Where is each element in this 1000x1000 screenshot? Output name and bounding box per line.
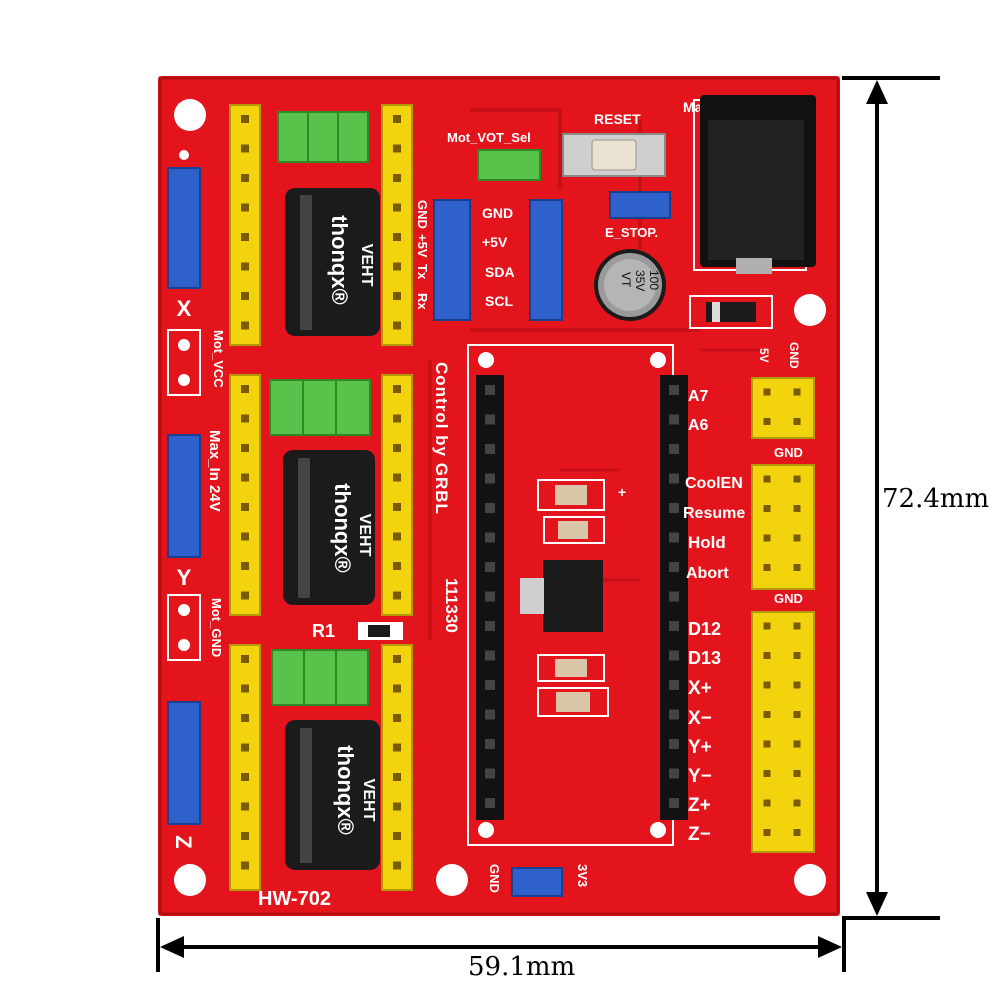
control-pin-labels: CoolEN Resume Hold Abort — [683, 475, 745, 582]
axis-label-x: X — [177, 296, 192, 321]
svg-text:Rx: Rx — [415, 293, 430, 310]
svg-text:thonqx®: thonqx® — [330, 483, 355, 573]
motor-power-pads — [167, 329, 201, 661]
svg-text:SDA: SDA — [485, 264, 515, 280]
svg-text:X+: X+ — [688, 678, 712, 699]
control-label: Control by GRBL — [432, 362, 451, 515]
mounting-holes — [174, 99, 826, 896]
axis-label-y: Y — [177, 565, 192, 590]
power-jack — [693, 95, 816, 274]
microstep-jumpers — [269, 111, 371, 706]
svg-text:Mot_VCC: Mot_VCC — [211, 330, 226, 388]
axis-label-z: Z — [171, 835, 196, 848]
svg-text:Abort: Abort — [686, 565, 729, 582]
power-jack-label: Ma — [683, 99, 703, 115]
3v3-label: 3V3 — [575, 864, 590, 887]
svg-text:GND: GND — [774, 445, 803, 460]
svg-text:X−: X− — [688, 708, 712, 729]
header-pin-holes — [241, 115, 401, 870]
svg-text:D13: D13 — [688, 648, 721, 668]
mot-vot-jumper — [477, 149, 541, 181]
svg-text:SCL: SCL — [485, 293, 513, 309]
svg-text:100: 100 — [647, 270, 661, 290]
capacitors — [283, 188, 380, 870]
svg-text:Z+: Z+ — [688, 795, 711, 816]
svg-text:A6: A6 — [688, 417, 709, 434]
serial-pin-labels-left: GND +5V Tx Rx — [415, 200, 430, 310]
svg-text:A7: A7 — [688, 388, 709, 405]
estop-header — [609, 191, 671, 219]
gnd-bottom-label: GND — [487, 864, 502, 893]
svg-text:CoolEN: CoolEN — [685, 475, 743, 492]
svg-text:Mot_GND: Mot_GND — [209, 598, 224, 657]
reset-button — [562, 133, 666, 177]
driver-slot-y — [229, 374, 413, 616]
right-header-holes — [763, 388, 801, 836]
capacitor-brand-labels: thonqx® thonqx® thonqx® VEHT VEHT VEHT — [327, 215, 377, 835]
svg-text:thonqx®: thonqx® — [333, 745, 358, 835]
diode — [689, 295, 773, 329]
svg-text:GND: GND — [774, 591, 803, 606]
svg-text:Resume: Resume — [683, 505, 745, 522]
svg-text:Max_In 24V: Max_In 24V — [206, 430, 223, 512]
svg-text:Tx: Tx — [415, 264, 430, 280]
svg-text:5V: 5V — [757, 348, 771, 363]
limit-pin-labels: D12 D13 X+ X− Y+ Y− Z+ Z− — [688, 619, 721, 845]
svg-text:VT: VT — [619, 272, 633, 288]
board-name: HW-702 — [258, 888, 331, 910]
axis-labels: X Y Z — [171, 296, 196, 849]
height-dimension-label: 72.4mm — [882, 484, 990, 514]
analog-pin-labels: A7 A6 — [688, 388, 709, 434]
axis-headers — [167, 167, 201, 825]
svg-text:35V: 35V — [633, 270, 647, 291]
right-headers — [751, 377, 815, 853]
plus-mark: + — [618, 484, 626, 500]
svg-text:GND: GND — [482, 205, 513, 221]
small-capacitor: 100 35V VT — [594, 249, 666, 321]
serial-pin-labels-right: GND +5V SDA SCL — [482, 205, 515, 309]
svg-text:thonqx®: thonqx® — [327, 215, 352, 305]
r1-label: R1 — [312, 621, 335, 641]
width-dimension-label: 59.1mm — [468, 952, 576, 982]
svg-text:GND: GND — [787, 342, 801, 369]
serial-headers — [433, 199, 563, 321]
smd-components — [358, 479, 609, 717]
svg-text:+5V: +5V — [415, 234, 430, 258]
power-labels: Mot_VCC Max_In 24V Mot_GND — [206, 330, 226, 657]
svg-text:Y+: Y+ — [688, 737, 712, 758]
svg-text:VEHT: VEHT — [360, 779, 377, 822]
nano-socket-holes — [485, 385, 679, 808]
svg-text:VEHT: VEHT — [356, 514, 373, 557]
estop-label: E_STOP. — [605, 225, 658, 240]
right-header-top-labels: 5V GND GND GND — [757, 342, 803, 606]
svg-text:GND: GND — [415, 200, 430, 229]
version-label: 111330 — [442, 578, 461, 633]
dimension-width — [156, 918, 846, 972]
svg-text:Hold: Hold — [688, 533, 726, 552]
svg-text:Z−: Z− — [688, 824, 711, 845]
svg-text:Y−: Y− — [688, 766, 712, 787]
svg-text:+5V: +5V — [482, 234, 508, 250]
mot-vot-sel-label: Mot_VOT_Sel — [447, 130, 531, 145]
reset-label: RESET — [594, 111, 641, 127]
voltage-jumper — [511, 867, 563, 897]
svg-text:VEHT: VEHT — [358, 244, 375, 287]
svg-text:D12: D12 — [688, 619, 721, 639]
dimension-height — [842, 76, 940, 920]
